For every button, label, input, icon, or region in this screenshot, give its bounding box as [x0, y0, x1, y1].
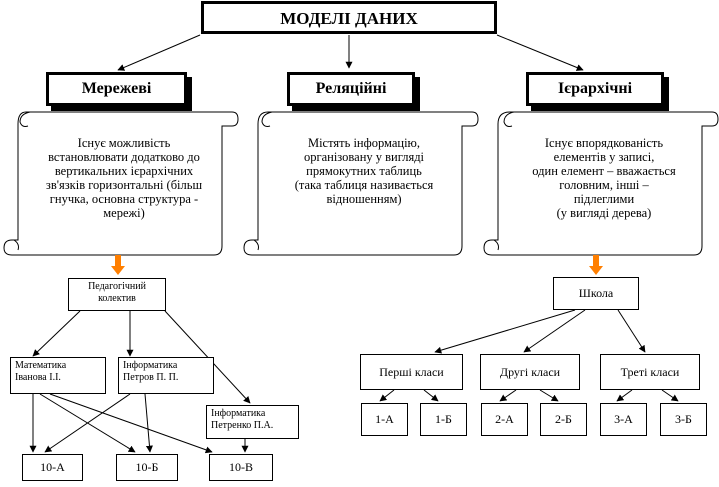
node-informatics-teacher-2: Інформатика Петренко П.А. — [206, 405, 299, 439]
category-relational: Реляційні — [287, 72, 415, 106]
node-pedagogical-staff: Педагогічний колектив — [68, 278, 166, 311]
node-first-grades: Перші класи — [360, 354, 463, 390]
orange-arrow-network — [111, 255, 125, 275]
node-third-grades: Треті класи — [600, 354, 700, 390]
node-informatics-teacher-1: Інформатика Петров П. П. — [118, 357, 214, 394]
description-relational: Містять інформацію, організовану у вигля… — [294, 136, 434, 206]
title-connectors — [117, 34, 584, 71]
description-network: Існує можливість встановлювати додатково… — [45, 136, 203, 220]
diagram-title: МОДЕЛІ ДАНИХ — [201, 1, 497, 34]
node-second-grades: Другі класи — [480, 354, 580, 390]
node-class-10a: 10-А — [22, 454, 83, 481]
node-grade-3b: 3-Б — [660, 403, 707, 436]
node-grade-1b: 1-Б — [420, 403, 467, 436]
node-math-teacher: Математика Іванова І.І. — [10, 357, 106, 394]
category-network: Мережеві — [46, 72, 187, 106]
node-class-10v: 10-В — [209, 454, 273, 481]
node-grade-1a: 1-А — [361, 403, 408, 436]
scroll-shape-relational — [243, 111, 479, 256]
hierarchy-connectors — [379, 309, 679, 402]
node-class-10b: 10-Б — [116, 454, 178, 481]
orange-arrow-hierarchical — [589, 255, 603, 275]
scroll-shape-network — [3, 111, 239, 256]
node-grade-3a: 3-А — [600, 403, 647, 436]
node-grade-2a: 2-А — [481, 403, 528, 436]
node-grade-2b: 2-Б — [540, 403, 587, 436]
scroll-shape-hierarchical — [483, 111, 719, 256]
description-hierarchical: Існує впорядкованість елементів у записі… — [532, 136, 676, 220]
category-hierarchical: Ієрархічні — [526, 72, 664, 106]
network-connectors — [29, 310, 251, 454]
node-school: Школа — [553, 277, 639, 310]
